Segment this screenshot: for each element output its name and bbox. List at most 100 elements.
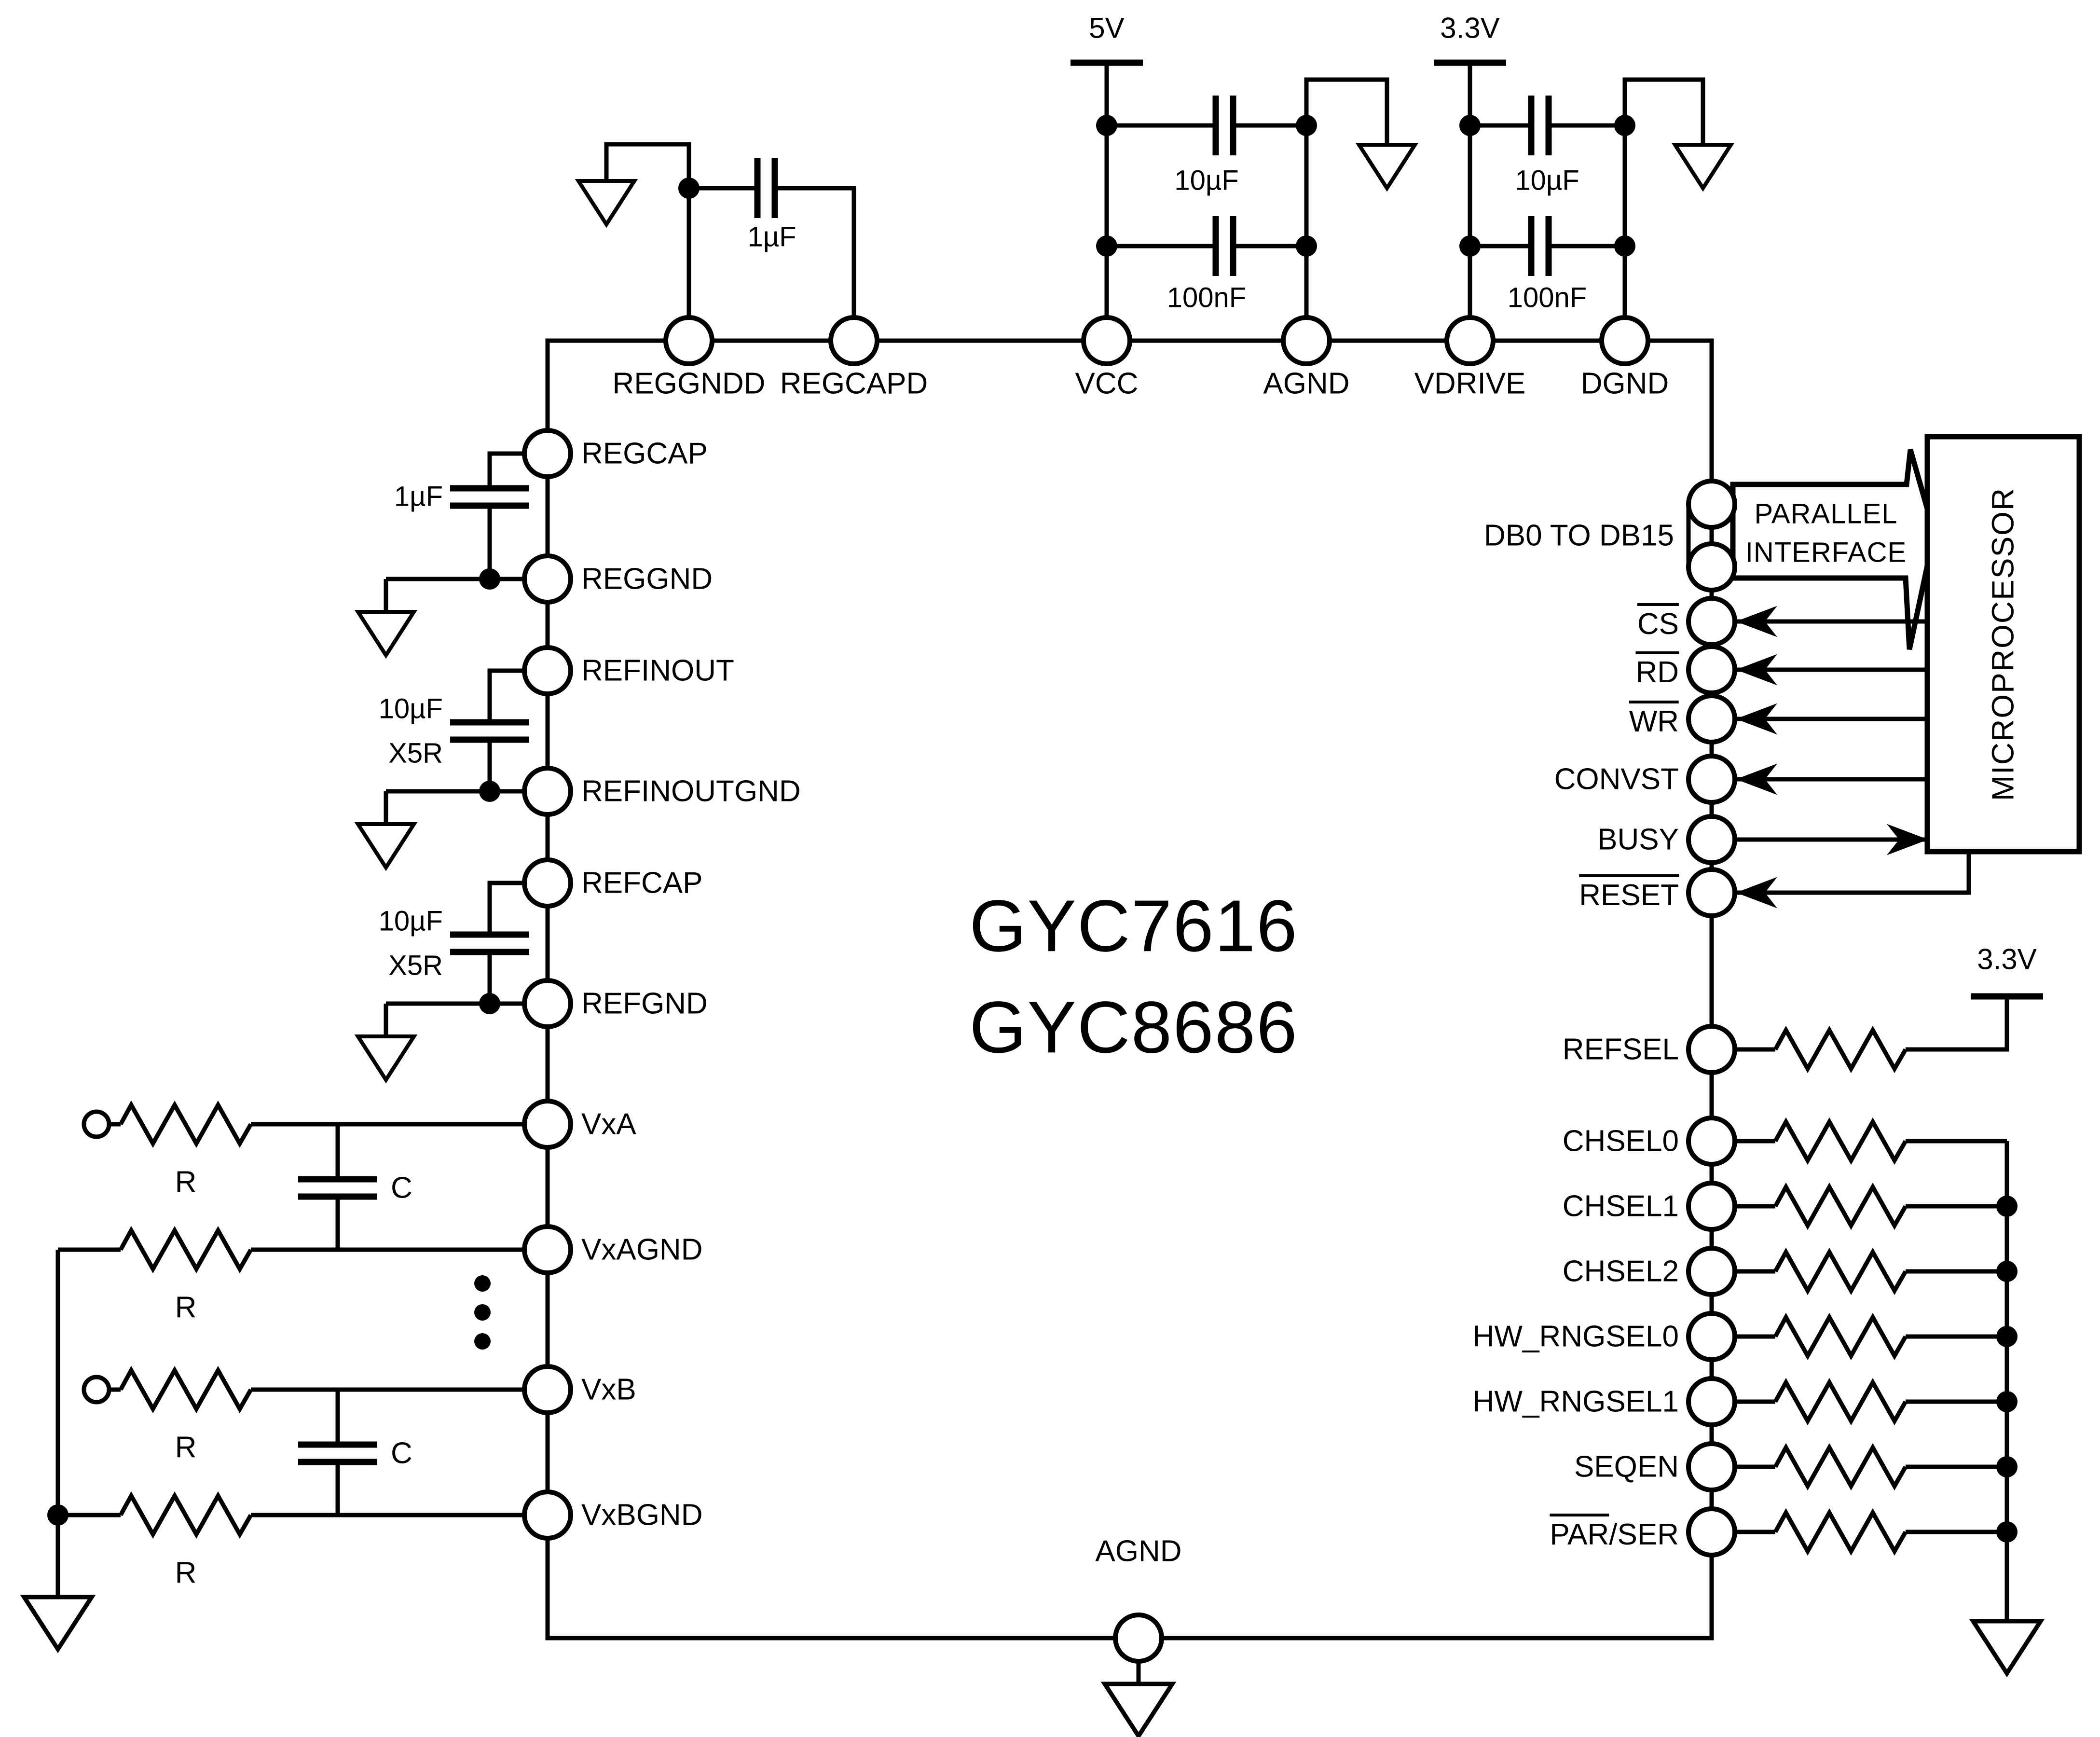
junction-dot <box>1096 235 1117 257</box>
overline-text: PAR <box>1550 1513 1609 1550</box>
capacitor-vdrive-bulk <box>1531 96 1549 155</box>
regcap-group <box>384 451 524 612</box>
resistor-refsel <box>1775 1030 1906 1069</box>
control-lines <box>1737 619 1971 895</box>
capacitor-vcc-bypass <box>1216 216 1233 276</box>
pin-vcc <box>1081 315 1132 366</box>
pin-label-agnd-top: AGND <box>1263 367 1350 400</box>
pin-convst <box>1686 754 1737 805</box>
microprocessor-box <box>1924 434 2082 855</box>
pin-label-chsel0: CHSEL0 <box>1562 1124 1679 1158</box>
pin-hw-rngsel0 <box>1686 1311 1737 1362</box>
pin-label-reggndd: REGGNDD <box>612 367 766 400</box>
supply-label-3v3-right: 3.3V <box>1977 943 2037 976</box>
pin-label-wr: WR <box>1629 700 1679 737</box>
chip-title-line2: GYC8686 <box>969 986 1298 1069</box>
cap-label-vxb: C <box>391 1436 412 1470</box>
cap-label-vdrive-bypass: 100nF <box>1507 282 1587 314</box>
pin-dgnd <box>1599 315 1650 366</box>
pin-rd <box>1686 644 1737 695</box>
pin-label-agnd-bottom: AGND <box>1095 1534 1182 1568</box>
junction-dot <box>1459 235 1481 257</box>
junction-dot <box>1614 235 1635 257</box>
capacitor-vdrive-bypass <box>1531 216 1549 276</box>
chip-title-line1: GYC7616 <box>969 885 1298 967</box>
capacitor-refinout <box>450 722 529 740</box>
parallel-interface-label-line1: PARALLEL <box>1754 498 1898 530</box>
resistor-label-vxbgnd: R <box>175 1556 197 1590</box>
capacitor-refcap <box>450 935 529 952</box>
junction-dot <box>1459 115 1481 136</box>
resistor-hw-rngsel1 <box>1775 1382 1906 1421</box>
pin-label-vcc: VCC <box>1075 367 1139 400</box>
junction-dot <box>1996 1391 2018 1412</box>
resistor-par-ser <box>1775 1513 1906 1551</box>
resistor-vxb <box>121 1370 251 1409</box>
pin-label-reset: RESET <box>1579 874 1679 911</box>
input-terminal-vxb <box>82 1375 111 1405</box>
cap-label-vcc-bypass: 100nF <box>1167 282 1247 314</box>
pin-label-hw-rngsel0: HW_RNGSEL0 <box>1472 1320 1679 1353</box>
capacitor-vxb <box>298 1445 377 1462</box>
input-terminal-vxa <box>82 1109 111 1139</box>
junction-dot <box>1996 1456 2018 1477</box>
junction-dot <box>479 568 500 590</box>
wire-regcapd-cap <box>689 186 856 341</box>
microprocessor-label: MICROPROCESSOR <box>1985 487 2020 801</box>
cap-label-vxa: C <box>391 1171 412 1205</box>
pin-seqen <box>1686 1441 1737 1492</box>
pin-reset <box>1686 867 1737 918</box>
cap-label-vdrive-bulk: 10µF <box>1515 165 1579 196</box>
junction-dot <box>1996 1326 2018 1347</box>
cap-label-regcap: 1µF <box>394 481 443 512</box>
ground-symbol-refgnd <box>358 1036 414 1080</box>
junction-dot <box>479 993 500 1014</box>
capacitor-regcapd <box>757 158 775 218</box>
refsel-pullup <box>1735 993 2043 1052</box>
pin-label-convst: CONVST <box>1554 762 1679 796</box>
resistor-chsel2 <box>1775 1252 1906 1291</box>
pin-vxbgnd <box>522 1489 573 1541</box>
overline-text: CS <box>1637 603 1679 640</box>
pin-reggnd <box>522 553 573 605</box>
pin-refcap <box>522 857 573 909</box>
supply-label-5v: 5V <box>1089 12 1125 44</box>
pin-busy <box>1686 814 1737 865</box>
ground-symbol-right-rail <box>1973 1621 2041 1673</box>
pin-label-refinoutgnd: REFINOUTGND <box>581 774 801 808</box>
junction-dot <box>1996 1196 2018 1217</box>
pin-label-par-ser: PAR/SER <box>1550 1513 1679 1551</box>
pin-vdrive <box>1444 315 1496 366</box>
resistor-vxagnd <box>121 1230 251 1269</box>
pin-label-db: DB0 TO DB15 <box>1483 519 1674 552</box>
plain-text: /SER <box>1609 1517 1679 1551</box>
capacitor-regcap <box>450 488 529 506</box>
junction-dot <box>1296 115 1317 136</box>
pin-vxa <box>522 1099 573 1150</box>
wire-dgnd-top <box>1622 77 1705 341</box>
pin-label-cs: CS <box>1637 603 1679 640</box>
pin-regcapd <box>828 315 879 366</box>
pin-db-high <box>1686 479 1737 530</box>
resistor-chsel0 <box>1775 1122 1906 1160</box>
pin-refgnd <box>522 978 573 1029</box>
junction-dot <box>1996 1261 2018 1282</box>
junction-dot <box>1996 1521 2018 1543</box>
wire-agnd-top <box>1304 77 1389 341</box>
capacitor-vcc-bulk <box>1216 96 1233 155</box>
pin-label-regcap: REGCAP <box>581 437 708 470</box>
reggndd-regcapd-decoupling <box>604 142 856 341</box>
resistor-seqen <box>1775 1448 1906 1486</box>
pin-refinoutgnd <box>522 766 573 817</box>
resistor-vxa <box>121 1105 251 1144</box>
cap-label-vcc-bulk: 10µF <box>1174 165 1239 196</box>
cap-label-refinout-value: 10µF <box>378 693 443 725</box>
overline-text: RD <box>1635 651 1679 688</box>
resistor-hw-rngsel0 <box>1775 1317 1906 1356</box>
pin-label-reggnd: REGGND <box>581 562 713 596</box>
pin-wr <box>1686 693 1737 744</box>
chip-pins <box>522 315 1737 1664</box>
ground-symbol-reggnd <box>358 612 414 655</box>
channel-ellipsis <box>474 1275 491 1350</box>
